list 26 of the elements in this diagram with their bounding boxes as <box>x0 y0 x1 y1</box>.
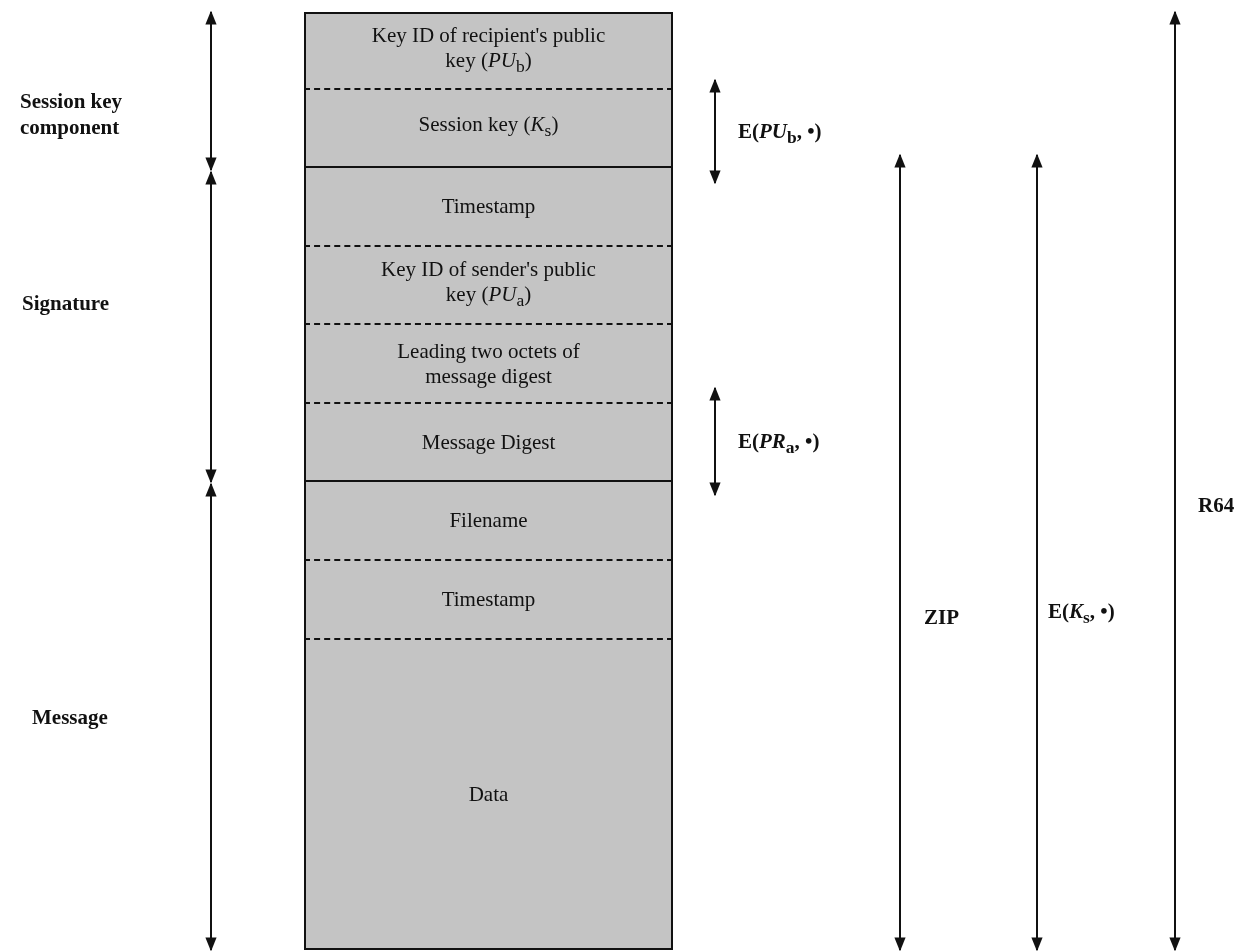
operation-label: ZIP <box>924 604 959 630</box>
field-box <box>304 482 673 561</box>
operation-label: R64 <box>1198 492 1235 518</box>
section-label: Signature <box>22 290 110 316</box>
field-box <box>304 561 673 640</box>
section-label: Session key component <box>20 88 124 140</box>
field-box <box>304 325 673 404</box>
field-box <box>304 168 673 247</box>
field-box <box>304 12 673 90</box>
operation-label: E(PR$_{a}$, •) <box>738 428 820 460</box>
operation-label: E(PU$_{b}$, •) <box>738 118 822 150</box>
field-label: Session key (K$_{s}$) <box>417 112 560 143</box>
field-box <box>304 640 673 950</box>
field-box <box>304 404 673 482</box>
operation-label: E(K$_{s}$, •) <box>1048 598 1115 630</box>
field-label: Key ID of sender's public key (PU$_{a}$) <box>380 256 597 313</box>
field-label: Message Digest <box>420 429 557 455</box>
field-label: Key ID of recipient's public key (PU$_{b}$) <box>370 22 607 79</box>
field-label: Timestamp <box>440 194 537 219</box>
field-box <box>304 247 673 325</box>
section-label: Message <box>32 704 108 730</box>
field-label: Leading two octets of message digest <box>396 338 581 389</box>
field-label: Data <box>467 781 510 807</box>
field-label: Filename <box>448 508 529 533</box>
field-label: Timestamp <box>440 587 537 612</box>
field-box <box>304 90 673 168</box>
